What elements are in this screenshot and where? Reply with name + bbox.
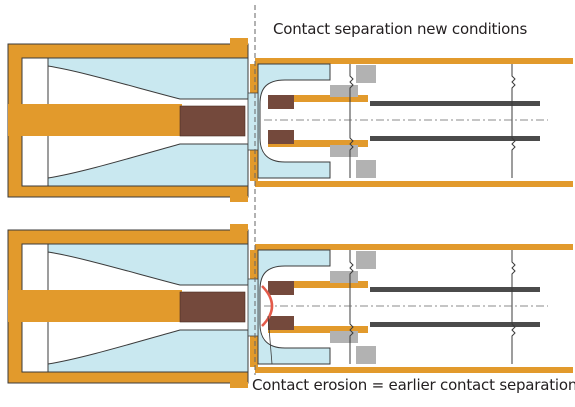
fixed-contact-tip bbox=[179, 291, 246, 323]
left-housing-lip-bottom bbox=[230, 196, 248, 202]
fixed-contact-rod bbox=[8, 104, 182, 136]
nozzle-upper bbox=[47, 57, 249, 100]
moving-tip-upper bbox=[268, 95, 294, 109]
silver-block-lower bbox=[356, 346, 376, 364]
nozzle-throat bbox=[247, 92, 259, 151]
serrated-line bbox=[511, 64, 516, 178]
left-housing-lip-top bbox=[230, 224, 248, 231]
caption-bottom: Contact erosion = earlier contact separa… bbox=[252, 376, 575, 394]
leader-line bbox=[267, 315, 273, 365]
panel-new-conditions bbox=[7, 38, 573, 202]
fixed-contact-tip bbox=[179, 105, 246, 137]
auxiliary-nozzle bbox=[257, 63, 331, 179]
left-housing-lip-top bbox=[230, 38, 248, 45]
moving-contact-upper bbox=[268, 281, 368, 288]
left-housing bbox=[7, 229, 249, 384]
nozzle-throat bbox=[247, 278, 259, 337]
serrated-line bbox=[349, 64, 354, 178]
caption-top: Contact separation new conditions bbox=[273, 20, 528, 38]
moving-tip-lower bbox=[268, 130, 294, 144]
serrated-line bbox=[511, 250, 516, 364]
silver-block-upper bbox=[356, 251, 376, 269]
nozzle-lower bbox=[47, 143, 249, 187]
silver-guide-upper bbox=[330, 85, 358, 97]
moving-shaft-upper bbox=[370, 101, 540, 106]
moving-contact-upper bbox=[268, 95, 368, 102]
left-housing-lip-bottom bbox=[230, 382, 248, 388]
moving-shaft-upper bbox=[370, 287, 540, 292]
right-housing-top bbox=[255, 58, 573, 64]
right-housing-top bbox=[255, 244, 573, 250]
right-housing-bottom bbox=[255, 181, 573, 187]
silver-block-lower bbox=[356, 160, 376, 178]
moving-shaft-lower bbox=[370, 136, 540, 141]
serrated-line bbox=[349, 250, 354, 364]
silver-block-upper bbox=[356, 65, 376, 83]
moving-shaft-lower bbox=[370, 322, 540, 327]
panel-eroded-contacts bbox=[7, 224, 573, 388]
moving-contact-lower bbox=[268, 140, 368, 147]
moving-tip-lower bbox=[268, 316, 294, 330]
erosion-arc bbox=[261, 285, 274, 327]
right-housing-bottom bbox=[255, 367, 573, 373]
silver-guide-lower bbox=[330, 145, 358, 157]
left-housing bbox=[7, 43, 249, 198]
silver-guide-lower bbox=[330, 331, 358, 343]
moving-tip-upper bbox=[268, 281, 294, 295]
moving-contact-lower bbox=[268, 326, 368, 333]
fixed-contact-rod bbox=[8, 290, 182, 322]
auxiliary-nozzle bbox=[257, 249, 331, 365]
silver-guide-upper bbox=[330, 271, 358, 283]
nozzle-upper bbox=[47, 243, 249, 286]
nozzle-lower bbox=[47, 329, 249, 373]
